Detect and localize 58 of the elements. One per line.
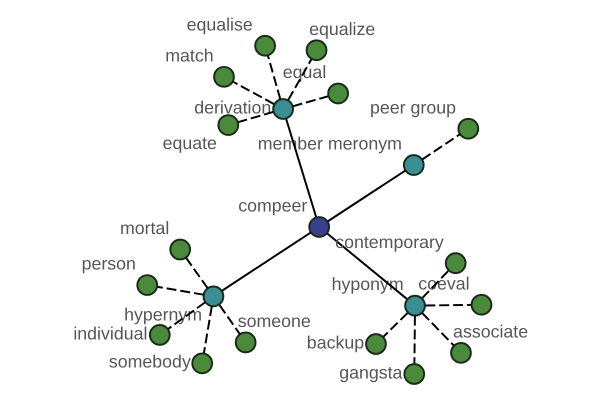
node-label: coeval	[418, 273, 470, 294]
node-label: hypernym	[124, 304, 202, 324]
node-circle	[456, 118, 479, 140]
connector	[202, 306, 212, 354]
node-circle	[402, 154, 424, 176]
node-circle	[308, 216, 330, 238]
connector	[326, 170, 406, 222]
connector	[421, 312, 454, 346]
node-circle	[402, 363, 425, 385]
connector	[220, 232, 311, 292]
node-circle	[272, 98, 294, 120]
node-label: equate	[162, 133, 216, 154]
node-label: individual	[72, 323, 147, 344]
node-circle	[168, 238, 191, 260]
node-label: peer group	[370, 97, 456, 118]
node-circle	[444, 252, 466, 274]
connector	[156, 286, 204, 296]
node-label: mortal	[119, 218, 169, 238]
node-circle	[216, 114, 239, 136]
node-circle	[404, 294, 426, 316]
node-circle	[148, 324, 170, 346]
node-circle	[450, 342, 472, 364]
node-circle	[212, 66, 234, 88]
node-label: equal	[282, 62, 326, 82]
connector	[184, 257, 208, 289]
node-circle	[234, 332, 256, 354]
node-label: match	[164, 45, 214, 66]
node-circle	[305, 39, 327, 62]
node-label: associate	[452, 321, 528, 342]
node-circle	[326, 82, 348, 104]
node-label: equalize	[308, 18, 375, 39]
connector	[218, 304, 240, 335]
node-circle	[470, 294, 492, 316]
connector	[238, 110, 274, 124]
node-label: derivation	[194, 97, 271, 118]
node-circle	[202, 286, 224, 308]
node-circle	[254, 34, 276, 57]
node-circle	[364, 333, 386, 355]
connector	[292, 95, 328, 108]
node-label: gangsta	[338, 362, 402, 382]
connector	[421, 133, 460, 160]
node-label: somebody	[108, 352, 190, 372]
connector	[412, 316, 416, 364]
node-label: contemporary	[334, 232, 444, 252]
connector	[286, 58, 312, 100]
connector	[166, 302, 206, 330]
connector	[266, 55, 281, 100]
node-label: person	[81, 254, 136, 274]
node-label: backup	[306, 332, 364, 352]
connector	[420, 270, 449, 299]
connector	[382, 312, 408, 338]
node-label: compeer	[238, 196, 307, 216]
node-label: someone	[237, 311, 310, 332]
connector	[424, 304, 471, 306]
node-circle	[190, 352, 213, 374]
node-circle	[136, 274, 158, 296]
connector	[232, 80, 274, 105]
node-label: equalise	[186, 14, 252, 34]
